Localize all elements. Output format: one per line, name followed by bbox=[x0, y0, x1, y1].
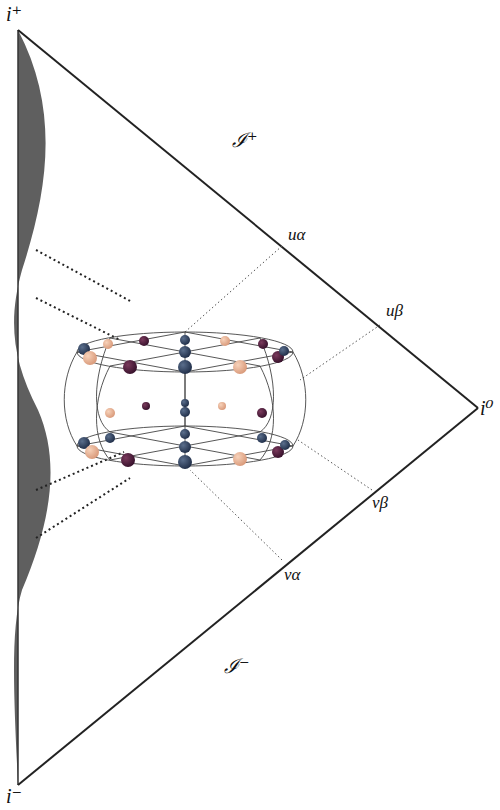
coordinate-label: uα bbox=[288, 226, 305, 243]
future-null-infinity bbox=[18, 30, 478, 408]
coordinate-label: uβ bbox=[386, 302, 403, 319]
point-label: i⁻ bbox=[6, 786, 22, 806]
lattice-cage bbox=[64, 332, 306, 466]
point-label: i⁺ bbox=[6, 4, 22, 24]
wavy-boundary bbox=[14, 30, 51, 785]
coordinate-label: vα bbox=[284, 566, 300, 583]
infinity-label: ℐ⁺ bbox=[232, 130, 258, 150]
past-null-infinity bbox=[18, 408, 478, 785]
spheres bbox=[78, 335, 290, 469]
null-rays bbox=[185, 246, 380, 560]
coordinate-label: vβ bbox=[372, 494, 388, 511]
point-label: i⁰ bbox=[480, 398, 494, 418]
origin-line bbox=[17, 30, 19, 785]
infinity-label: ℐ⁻ bbox=[224, 656, 250, 676]
boundary-rays bbox=[36, 250, 132, 538]
